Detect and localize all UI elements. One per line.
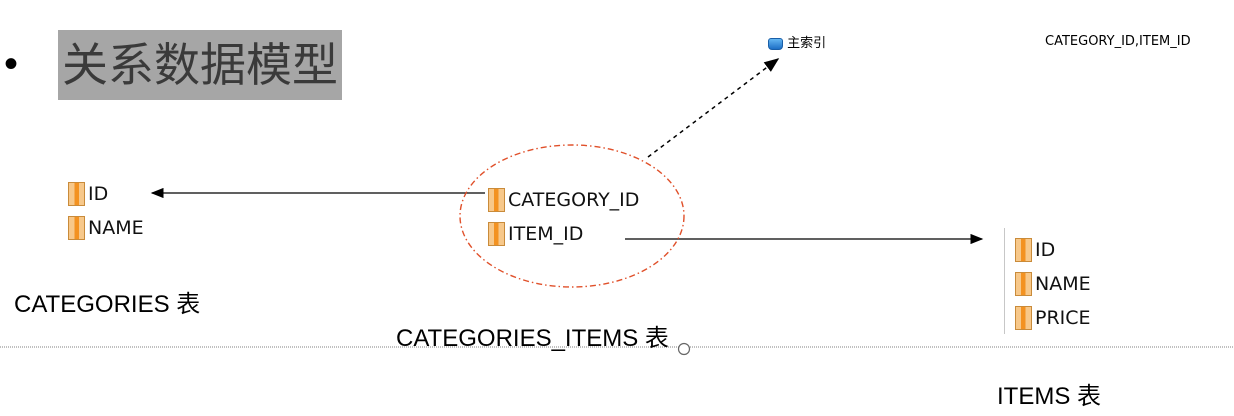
column-icon — [488, 188, 505, 212]
bullet-marker: • — [4, 42, 19, 86]
column-icon — [68, 216, 85, 240]
categories-items-field-category-id[interactable]: CATEGORY_ID — [488, 186, 639, 214]
items-table: ID NAME PRICE — [1015, 236, 1091, 332]
field-label: NAME — [88, 217, 144, 239]
primary-key-icon — [768, 37, 783, 50]
categories-table: ID NAME — [68, 180, 144, 242]
items-field-name[interactable]: NAME — [1015, 270, 1091, 298]
field-label: CATEGORY_ID — [508, 189, 640, 211]
field-label: ID — [1035, 239, 1056, 261]
categories-field-id[interactable]: ID — [68, 180, 144, 208]
highlight-ellipse — [459, 144, 685, 288]
categories-items-field-item-id[interactable]: ITEM_ID — [488, 220, 639, 248]
items-field-price[interactable]: PRICE — [1015, 304, 1091, 332]
items-table-caption: ITEMS 表 — [997, 383, 1102, 410]
field-label: NAME — [1035, 273, 1091, 295]
connector-handle — [677, 342, 691, 356]
field-label: ITEM_ID — [508, 223, 584, 245]
categories-items-table-caption: CATEGORIES_ITEMS 表 — [396, 325, 669, 352]
column-icon — [1015, 306, 1032, 330]
slide-title: 关系数据模型 — [58, 30, 342, 100]
items-field-id[interactable]: ID — [1015, 236, 1091, 264]
primary-key-label-group[interactable]: 主索引 — [768, 32, 826, 51]
primary-key-columns: CATEGORY_ID,ITEM_ID — [1045, 34, 1191, 49]
categories-field-name[interactable]: NAME — [68, 214, 144, 242]
column-icon — [68, 182, 85, 206]
primary-key-label: 主索引 — [787, 36, 827, 51]
column-icon — [1015, 272, 1032, 296]
field-label: ID — [88, 183, 109, 205]
dashed-arrow-to-primary-key — [647, 58, 780, 158]
column-icon — [488, 222, 505, 246]
categories-items-table: CATEGORY_ID ITEM_ID — [488, 186, 639, 248]
items-table-border — [1004, 228, 1005, 334]
categories-table-caption: CATEGORIES 表 — [14, 291, 201, 318]
column-icon — [1015, 238, 1032, 262]
field-label: PRICE — [1035, 307, 1091, 329]
